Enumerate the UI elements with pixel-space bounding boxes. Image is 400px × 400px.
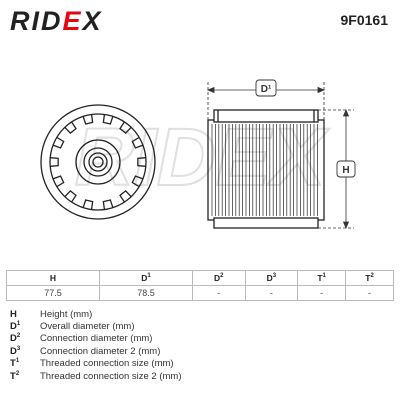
dimension-h: H bbox=[318, 108, 356, 230]
gear-notch bbox=[64, 190, 77, 203]
table-cell: - bbox=[297, 285, 347, 301]
legend-key-symbol: D bbox=[10, 345, 17, 357]
technical-drawing: RIDEX D¹ H bbox=[40, 79, 356, 230]
header-symbol: D bbox=[141, 273, 148, 283]
legend-description: Threaded connection size (mm) bbox=[40, 358, 174, 370]
legend-description: Connection diameter 2 (mm) bbox=[40, 345, 161, 357]
legend-key-superscript: 2 bbox=[16, 333, 21, 340]
table-header-cell: D1 bbox=[98, 270, 193, 286]
gear-notch bbox=[137, 157, 146, 167]
legend-key-symbol: H bbox=[10, 308, 17, 320]
gear-notch bbox=[52, 136, 65, 149]
header-superscript: 2 bbox=[370, 273, 374, 279]
gear-notch bbox=[64, 121, 77, 134]
legend-description: Overall diameter (mm) bbox=[40, 321, 135, 333]
legend-key: D2 bbox=[10, 333, 40, 344]
brand-logo: RIDEX bbox=[10, 6, 103, 36]
legend-description: Connection diameter (mm) bbox=[40, 333, 153, 345]
legend-key-symbol: T bbox=[10, 358, 16, 370]
header-superscript: 1 bbox=[322, 273, 326, 279]
gear-notch bbox=[50, 157, 59, 167]
legend-key-symbol: T bbox=[10, 370, 16, 382]
legend-key: T2 bbox=[10, 371, 40, 382]
gear-notch bbox=[131, 136, 144, 149]
legend-key-superscript: 2 bbox=[15, 370, 20, 377]
table-cell: 78.5 bbox=[98, 285, 193, 301]
header-superscript: 2 bbox=[220, 273, 224, 279]
table-header-cell: T1 bbox=[297, 270, 347, 286]
table-cell: 77.5 bbox=[6, 285, 100, 301]
table-header-cell: T2 bbox=[345, 270, 394, 286]
header-superscript: 3 bbox=[272, 273, 277, 279]
dim-label-h: H bbox=[342, 165, 349, 176]
header-symbol: D bbox=[266, 273, 273, 283]
gear-notch bbox=[119, 190, 132, 203]
table-header-cell: D2 bbox=[191, 270, 246, 286]
gear-notch bbox=[102, 114, 114, 125]
filter-end-view bbox=[40, 104, 156, 220]
table-cell: - bbox=[244, 285, 299, 301]
legend-item: H Height (mm) bbox=[10, 308, 390, 320]
legend-key: T1 bbox=[10, 358, 40, 369]
gear-notch bbox=[119, 121, 132, 134]
legend-key: D1 bbox=[10, 321, 40, 332]
table-header-cell: D3 bbox=[244, 270, 299, 286]
header-symbol: T bbox=[365, 273, 371, 283]
filter-side-view bbox=[207, 109, 325, 229]
table-header-cell: H bbox=[6, 270, 100, 286]
legend-description: Height (mm) bbox=[40, 308, 93, 320]
legend-key: H bbox=[10, 309, 40, 320]
header-symbol: H bbox=[49, 273, 57, 283]
gear-notch bbox=[102, 199, 114, 210]
legend-description: Threaded connection size 2 (mm) bbox=[40, 370, 182, 382]
legend-key: D3 bbox=[10, 346, 40, 357]
legend-key-superscript: 3 bbox=[16, 345, 21, 352]
gear-notch bbox=[82, 114, 94, 125]
watermark: RIDEX bbox=[75, 112, 330, 203]
table-cell: - bbox=[191, 285, 246, 301]
header-symbol: T bbox=[317, 273, 323, 283]
header-superscript: 1 bbox=[147, 273, 151, 279]
legend-key-superscript: 1 bbox=[16, 321, 21, 328]
gear-notch bbox=[52, 175, 65, 188]
gear-notch bbox=[131, 175, 144, 188]
legend-key-symbol: D bbox=[10, 333, 17, 345]
part-number: 9F0161 bbox=[340, 12, 388, 28]
dimension-d1: D¹ bbox=[206, 79, 326, 120]
legend-key-superscript: 1 bbox=[15, 358, 20, 365]
header-symbol: D bbox=[214, 273, 221, 283]
table-cell: - bbox=[345, 285, 394, 301]
legend-key-symbol: D bbox=[10, 321, 17, 333]
gear-notch bbox=[82, 199, 94, 210]
dim-label-d1: D¹ bbox=[261, 84, 272, 95]
